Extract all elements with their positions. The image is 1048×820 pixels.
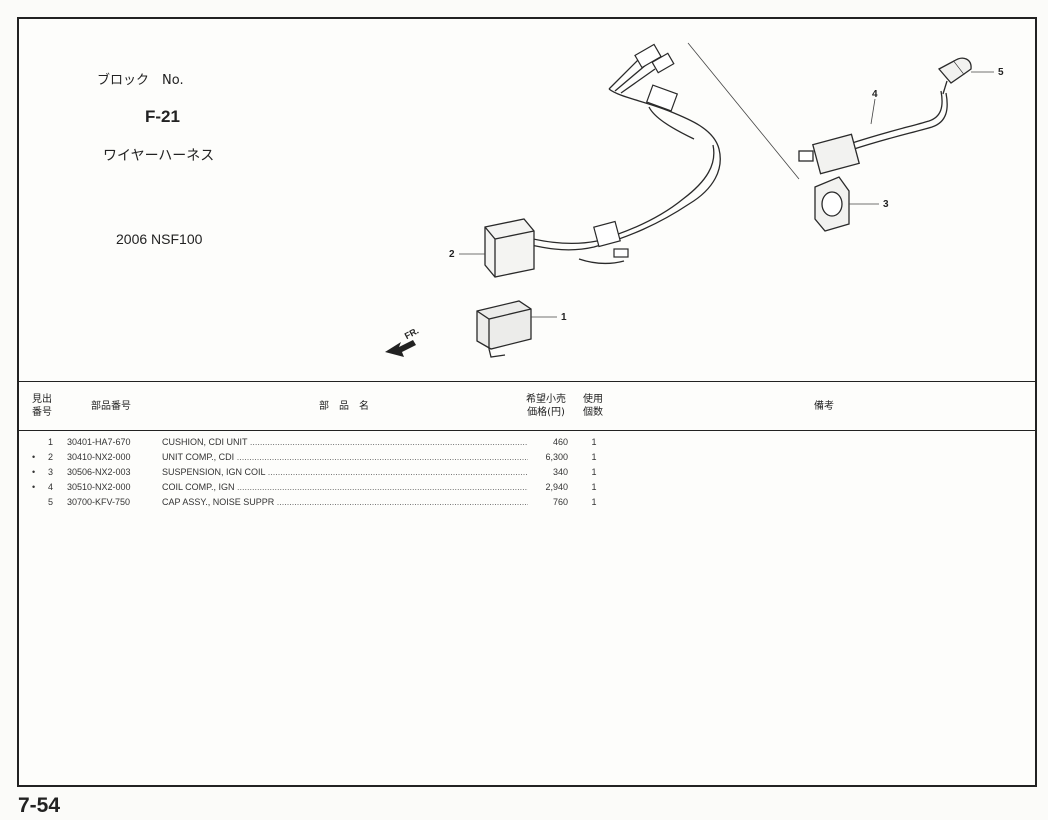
header-price-line2: 価格(円) [527,407,565,418]
header-price: 希望小売 価格(円) [519,393,573,419]
ignition-coil [798,90,948,175]
parts-table: 1 30401-HA7-670 CUSHION, CDI UNIT 460 1 … [19,437,1035,512]
row-price: 2,940 [545,482,568,492]
row-qty: 1 [591,452,597,462]
block-name: ワイヤーハーネス [103,148,215,164]
header-price-line1: 希望小売 [526,394,566,405]
row-price: 340 [552,467,568,477]
header-ref: 見出 番号 [27,393,57,419]
block-code: F-21 [145,107,180,126]
connector-lower [593,220,621,248]
harness-main-wire [503,88,721,251]
row-part-name: CUSHION, CDI UNIT [162,437,528,447]
catalog-page-frame: ブロック No. F-21 ワイヤーハーネス 2006 NSF100 [17,17,1037,787]
table-header-rule [19,430,1035,431]
header-part-name: 部 品 名 [319,401,369,412]
connector-mid [645,84,679,112]
callout-2: 2 [449,249,455,260]
row-ref: 2 [47,452,53,462]
table-row: 5 30700-KFV-750 CAP ASSY., NOISE SUPPR 7… [19,497,1035,512]
harness-end-wires [608,58,656,94]
front-direction-label: FR. [403,325,420,341]
table-row: • 2 30410-NX2-000 UNIT COMP., CDI 6,300 … [19,452,1035,467]
header-ref-line2: 番号 [32,407,52,418]
noise-suppressor-cap [937,57,972,95]
table-row: • 3 30506-NX2-003 SUSPENSION, IGN COIL 3… [19,467,1035,482]
header-qty: 使用 個数 [577,393,609,419]
row-ref: 3 [47,467,53,477]
cdi-unit [484,218,535,278]
header-remarks: 備考 [814,401,834,412]
row-part-name: COIL COMP., IGN [162,482,528,492]
connector-top-2 [651,52,675,74]
coil-suspension [814,176,850,232]
row-part-no: 30506-NX2-003 [67,467,131,477]
header-qty-line2: 個数 [583,407,603,418]
row-qty: 1 [591,482,597,492]
row-part-no: 30401-HA7-670 [67,437,131,447]
header-ref-line1: 見出 [32,394,52,405]
table-row: • 4 30510-NX2-000 COIL COMP., IGN 2,940 … [19,482,1035,497]
harness-wire-2 [506,144,715,245]
callout-leaders [459,42,994,318]
row-qty: 1 [591,467,597,477]
row-ref: 5 [47,497,53,507]
row-qty: 1 [591,437,597,447]
row-mark: • [32,452,36,462]
row-ref: 4 [47,482,53,492]
callout-5: 5 [998,67,1004,78]
callout-3: 3 [883,199,889,210]
row-mark: • [32,482,36,492]
row-part-no: 30700-KFV-750 [67,497,131,507]
callout-4: 4 [872,89,878,100]
row-price: 460 [552,437,568,447]
row-part-no: 30510-NX2-000 [67,482,131,492]
parts-diagram: 1 2 3 4 5 FR. [385,42,1004,358]
front-direction-arrow: FR. [385,325,420,357]
cdi-cushion [476,300,532,358]
harness-lead-wire [578,258,625,265]
terminal-1 [613,248,629,258]
row-qty: 1 [591,497,597,507]
row-part-name: SUSPENSION, IGN COIL [162,467,528,477]
row-ref: 1 [47,437,53,447]
table-top-rule [19,381,1035,382]
header-qty-line1: 使用 [583,394,603,405]
row-price: 760 [552,497,568,507]
table-row: 1 30401-HA7-670 CUSHION, CDI UNIT 460 1 [19,437,1035,452]
row-part-name: UNIT COMP., CDI [162,452,528,462]
model-name: 2006 NSF100 [116,231,203,247]
row-price: 6,300 [545,452,568,462]
callout-1: 1 [561,312,567,323]
page-number: 7-54 [18,794,61,817]
harness-branch-wire [648,106,695,140]
row-mark: • [32,467,36,477]
header-part-no: 部品番号 [91,401,131,412]
row-part-no: 30410-NX2-000 [67,452,131,462]
block-label: ブロック No. [97,73,184,88]
row-part-name: CAP ASSY., NOISE SUPPR [162,497,528,507]
